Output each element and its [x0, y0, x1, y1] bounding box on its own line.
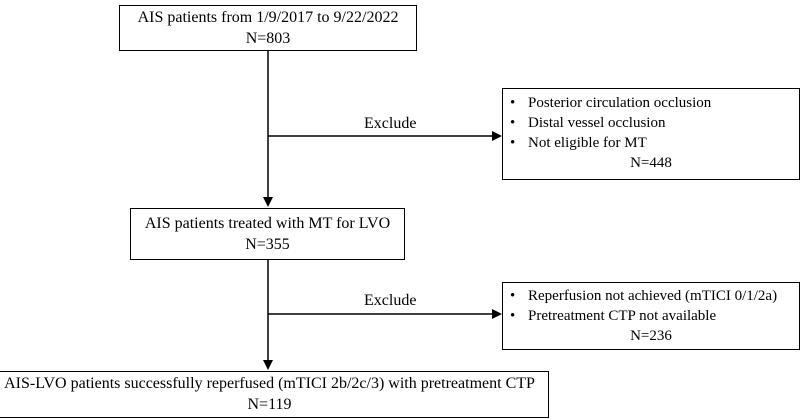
step1-count: N=803: [245, 30, 291, 47]
step3-box: AIS-LVO patients successfully reperfused…: [0, 371, 549, 418]
exclude-label-2: Exclude: [364, 292, 417, 309]
step2-title: AIS patients treated with MT for LVO: [144, 215, 391, 232]
exclusion1-count: N=448: [630, 155, 672, 171]
exclusion1-reason-list: Posterior circulation occlusion Distal v…: [503, 93, 799, 153]
exclusion1-box: Posterior circulation occlusion Distal v…: [502, 88, 800, 180]
exclusion1-reason: Not eligible for MT: [503, 133, 799, 153]
exclude-label-1: Exclude: [364, 115, 417, 132]
exclusion2-reason-list: Reperfusion not achieved (mTICI 0/1/2a) …: [503, 286, 799, 326]
exclusion2-reason: Reperfusion not achieved (mTICI 0/1/2a): [503, 286, 799, 306]
exclusion2-box: Reperfusion not achieved (mTICI 0/1/2a) …: [502, 282, 800, 350]
exclusion2-count: N=236: [630, 328, 672, 344]
step3-title: AIS-LVO patients successfully reperfused…: [4, 375, 535, 392]
step1-box: AIS patients from 1/9/2017 to 9/22/2022 …: [119, 5, 417, 51]
step2-box: AIS patients treated with MT for LVO N=3…: [130, 208, 405, 260]
step1-title: AIS patients from 1/9/2017 to 9/22/2022: [137, 9, 399, 26]
exclusion1-reason: Posterior circulation occlusion: [503, 93, 799, 113]
exclusion2-reason: Pretreatment CTP not available: [503, 306, 799, 326]
exclusion1-reason: Distal vessel occlusion: [503, 113, 799, 133]
step3-count: N=119: [247, 396, 292, 413]
step2-count: N=355: [245, 236, 290, 253]
